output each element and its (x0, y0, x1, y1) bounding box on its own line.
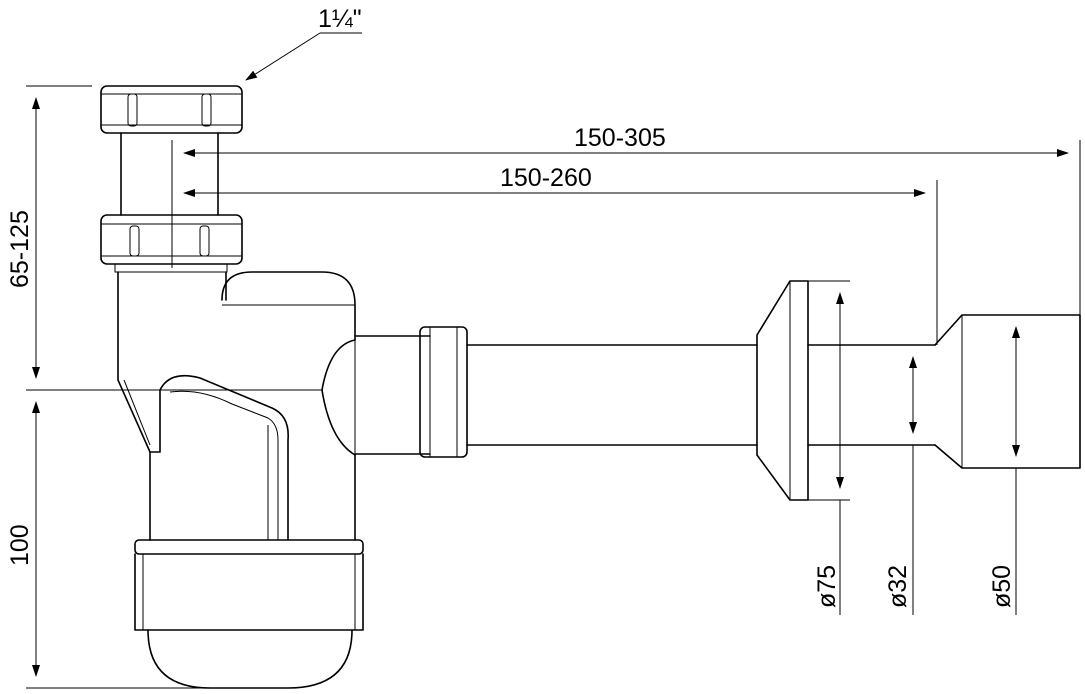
horizontal-pipe (466, 344, 758, 446)
total-length-label: 150-305 (574, 124, 666, 152)
outlet-nut (354, 326, 468, 458)
wall-rosette (756, 280, 809, 501)
dip-tube (117, 271, 227, 453)
rosette-diameter-label: ø75 (813, 565, 841, 608)
pipe-length-label: 150-260 (500, 164, 592, 192)
thread-callout: 1¼" (245, 5, 362, 81)
dim-total-length: 150-305 (171, 124, 1081, 315)
dim-pipe-length: 150-260 (183, 164, 938, 345)
trap-depth-label: 100 (6, 524, 34, 566)
dim-rosette-diameter: ø75 (808, 280, 850, 615)
dim-pipe-diameter: ø32 (884, 356, 917, 615)
wall-pipe (807, 344, 936, 446)
outlet-sleeve (934, 314, 1081, 469)
thread-size-label: 1¼" (318, 5, 362, 33)
dim-trap-depth: 100 (6, 401, 210, 689)
bottle-body (149, 271, 356, 541)
outlet-diameter-label: ø50 (988, 565, 1016, 608)
inlet-pipe (120, 132, 219, 216)
dim-inlet-height: 65-125 (6, 85, 322, 391)
dim-outlet-diameter: ø50 (988, 326, 1020, 615)
top-nut (100, 85, 243, 134)
inlet-height-label: 65-125 (6, 210, 34, 288)
siphon-body (100, 85, 468, 689)
bottom-cup (134, 539, 364, 689)
pipe-diameter-label: ø32 (884, 565, 912, 608)
